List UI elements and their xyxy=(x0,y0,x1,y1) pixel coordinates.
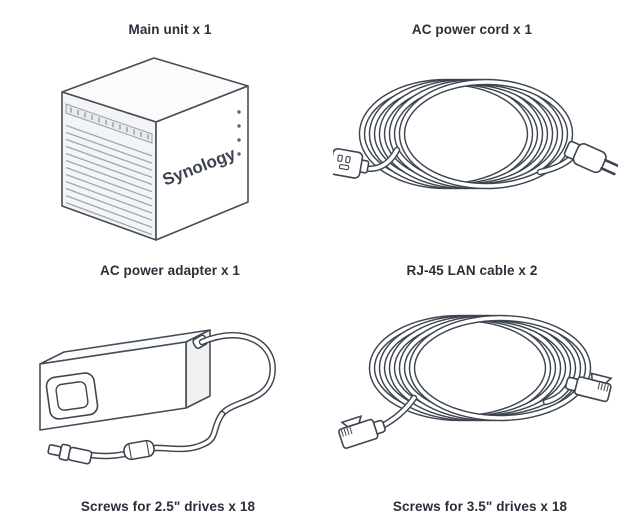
item-label-power-cord: AC power cord x 1 xyxy=(411,22,533,37)
nas-led-strip xyxy=(65,103,153,144)
power-cord-illustration xyxy=(333,66,618,206)
dc-plug xyxy=(47,443,93,465)
plug-prongs xyxy=(600,158,618,176)
nas-vent-lines xyxy=(65,124,153,236)
nas-front-dots xyxy=(237,110,241,156)
rj45-connector-left xyxy=(338,414,386,449)
rj45-connector-right xyxy=(565,372,613,403)
nas-drawing-icon: Synology xyxy=(61,57,249,241)
rj45-contacts-right xyxy=(597,382,609,392)
rj45-contacts-left xyxy=(340,426,353,437)
lan-cable-illustration xyxy=(330,298,625,463)
power-cord-drawing-icon xyxy=(333,78,618,190)
item-label-main-unit: Main unit x 1 xyxy=(128,22,212,37)
power-adapter-illustration xyxy=(28,296,293,481)
item-label-lan-cable: RJ-45 LAN cable x 2 xyxy=(406,263,538,278)
item-label-power-adapter: AC power adapter x 1 xyxy=(99,263,241,278)
adapter-inlet xyxy=(45,372,99,420)
lan-cable-coil xyxy=(368,314,592,422)
item-label-screws-2-5: Screws for 2.5" drives x 18 xyxy=(80,499,256,514)
ferrite-bead xyxy=(123,439,155,461)
main-unit-illustration: Synology xyxy=(52,50,257,250)
power-adapter-drawing-icon xyxy=(39,329,276,465)
c13-connector xyxy=(333,147,370,179)
wall-plug xyxy=(563,140,618,176)
power-cord-coil xyxy=(358,78,574,190)
item-label-screws-3-5: Screws for 3.5" drives x 18 xyxy=(392,499,568,514)
nas-led-ticks xyxy=(70,107,149,140)
lan-cable-drawing-icon xyxy=(338,314,613,449)
